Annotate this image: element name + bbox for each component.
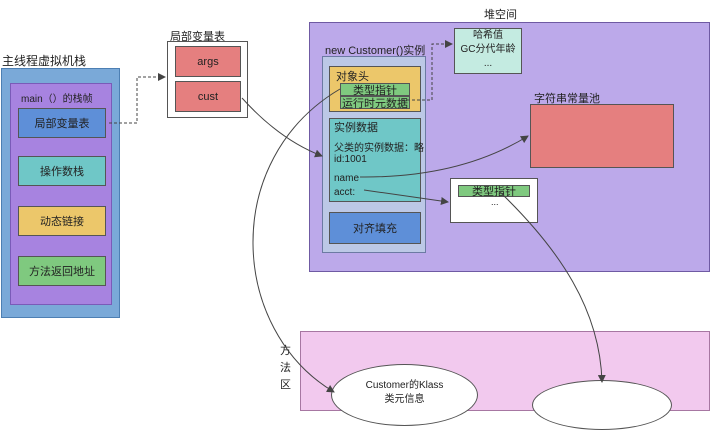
mark-word-line: GC分代年龄 xyxy=(460,44,516,55)
main-frame: main（）的栈帧 局部变量表 操作数栈 动态链接 方法返回地址 xyxy=(10,83,112,305)
stack-outer: main（）的栈帧 局部变量表 操作数栈 动态链接 方法返回地址 xyxy=(1,68,120,318)
instance-data-title: 实例数据 xyxy=(334,122,378,134)
string-pool xyxy=(530,104,674,168)
instance-data-line: id:1001 xyxy=(334,154,367,165)
instance-data-line: 父类的实例数据：略 xyxy=(334,143,424,154)
mark-word-line: 哈希值 xyxy=(473,30,503,41)
string-pool-title: 字符串常量池 xyxy=(534,93,600,105)
header-type-pointer: 类型指针 xyxy=(340,83,410,97)
acct-type-pointer: 类型指针 xyxy=(458,185,530,198)
heap-title: 堆空间 xyxy=(484,9,517,21)
frame-dynamic-linking: 动态链接 xyxy=(18,206,106,236)
padding-block: 对齐填充 xyxy=(329,212,421,244)
frame-return-address: 方法返回地址 xyxy=(18,256,106,286)
acct-object: 类型指针 ... xyxy=(450,178,538,223)
object-header: 对象头 类型指针 运行时元数据 xyxy=(329,66,421,112)
method-area-char: 方 xyxy=(280,345,291,357)
field-acct: acct: xyxy=(334,187,356,198)
local-vars-title: 局部变量表 xyxy=(170,31,225,43)
frame-local-vars: 局部变量表 xyxy=(18,108,106,138)
klass-line: Customer的Klass xyxy=(365,380,444,391)
slot-cust: cust xyxy=(175,81,241,112)
instance-title: new Customer()实例 xyxy=(325,45,426,57)
method-area-char: 法 xyxy=(280,362,291,374)
frame-operand-stack: 操作数栈 xyxy=(18,156,106,186)
main-frame-title: main（）的栈帧 xyxy=(21,94,93,105)
acct-klass-ellipse xyxy=(532,380,672,430)
mark-word-line: ... xyxy=(483,58,493,69)
mark-word-box: 哈希值 GC分代年龄 ... xyxy=(454,28,522,74)
field-name: name xyxy=(334,173,360,184)
slot-args: args xyxy=(175,46,241,77)
klass-line: 类元信息 xyxy=(384,394,425,405)
acct-more: ... xyxy=(491,197,499,207)
object-header-title: 对象头 xyxy=(336,71,369,83)
method-area-char: 区 xyxy=(280,379,291,391)
klass-ellipse: Customer的Klass 类元信息 xyxy=(331,364,478,426)
stack-title: 主线程虚拟机栈 xyxy=(2,54,87,68)
customer-instance: 对象头 类型指针 运行时元数据 实例数据 父类的实例数据：略 id:1001 n… xyxy=(322,56,426,253)
instance-data: 实例数据 父类的实例数据：略 id:1001 name acct: xyxy=(329,118,424,202)
local-vars-table: args cust xyxy=(167,41,248,118)
header-runtime-metadata: 运行时元数据 xyxy=(340,96,410,110)
